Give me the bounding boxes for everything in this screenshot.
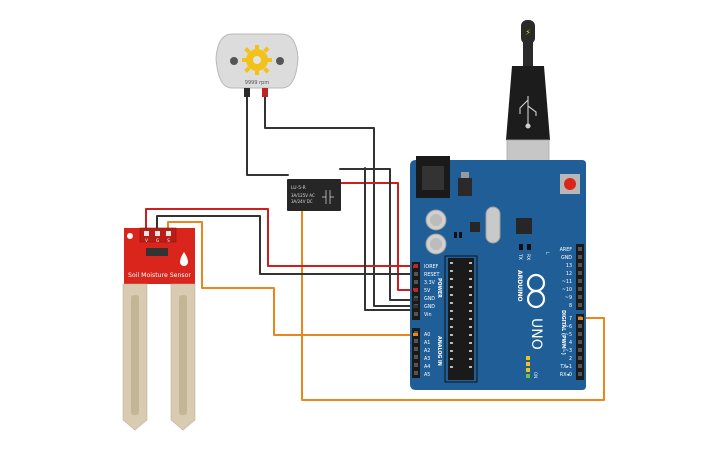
digital-header <box>576 244 584 380</box>
pin-aref: AREF <box>560 247 573 253</box>
pin-a5: A5 <box>424 372 430 378</box>
pin-9: ~9 <box>565 295 572 301</box>
wire-sensor-signal <box>167 221 413 336</box>
pin-2: 2 <box>569 356 572 362</box>
led-label-l: L <box>544 252 550 255</box>
pin-0: RX◂0 <box>560 372 572 378</box>
pin-a4: A4 <box>424 364 430 370</box>
wire-sensor-gnd <box>156 215 413 275</box>
chip-pins <box>450 262 472 368</box>
wire-relay-to-pin7 <box>301 189 605 401</box>
small-components <box>454 232 531 250</box>
usb-cable-tip <box>521 20 535 44</box>
relay-rating-dc: 3A/24V DC <box>291 199 313 204</box>
crystal-oscillator <box>485 206 501 244</box>
motor-rpm-label: 9999 rpm <box>245 80 270 86</box>
arduino-uno[interactable]: L TX RX ARDUINO UNO ON <box>410 156 586 390</box>
pin-ioref: IOREF <box>424 264 439 270</box>
sensor-pin-g <box>155 231 160 236</box>
usb-symbol-icon <box>519 96 537 129</box>
pin-5v: 5V <box>424 288 431 294</box>
smd-chip <box>470 222 480 232</box>
pin-reset: RESET <box>424 272 439 278</box>
pin-8: 8 <box>569 303 572 309</box>
wire-motor-red-lead <box>264 95 413 307</box>
digital-pin-labels-top: AREF GND 13 12 ~11 ~10 ~9 8 <box>560 247 573 309</box>
relay[interactable]: LU-5-R 3A/125V AC 3A/24V DC <box>287 179 341 211</box>
relay-model: LU-5-R <box>291 185 306 191</box>
relay-schematic-icon <box>322 190 334 204</box>
arduino-brand: ARDUINO <box>516 270 523 301</box>
pin-gnd-digital: GND <box>561 255 572 261</box>
probe-trace-dots <box>131 295 187 415</box>
wires <box>145 95 605 401</box>
pin-a0: A0 <box>424 332 430 338</box>
gear-icon <box>242 45 272 75</box>
dc-motor[interactable]: 9999 rpm <box>215 33 299 97</box>
sensor-pin-label-v: V <box>145 238 148 243</box>
soil-moisture-sensor[interactable]: V G S Soil Moisture Sensor <box>122 227 196 431</box>
digital-title: DIGITAL (PWM~) <box>560 310 566 355</box>
wire-sensor-vcc <box>145 208 413 267</box>
analog-title: ANALOG IN <box>436 336 442 366</box>
analog-pin-labels: A0 A1 A2 A3 A4 A5 <box>424 332 430 378</box>
sensor-pin-label-g: G <box>156 238 159 243</box>
pin-13: 13 <box>566 263 572 269</box>
power-pin-labels: IOREF RESET 3.3V 5V GND GND Vin <box>424 264 439 318</box>
led-label-tx: TX <box>517 253 523 260</box>
pin-vin: Vin <box>424 312 432 318</box>
led-label-rx: RX <box>525 254 531 260</box>
arduino-model: UNO <box>528 318 544 350</box>
led-indicators <box>526 356 530 378</box>
regulator-tab <box>461 172 469 178</box>
motor-terminal-black <box>244 88 250 97</box>
water-drop-icon <box>180 252 188 266</box>
motor-mount-hole-right <box>276 57 284 65</box>
pin-3v3: 3.3V <box>424 280 436 286</box>
capacitor-1-top <box>430 214 442 226</box>
pin-gnd-2: GND <box>424 304 435 310</box>
sensor-pin-s <box>166 231 171 236</box>
reset-button[interactable] <box>564 178 576 190</box>
wire-relay-black <box>339 168 413 301</box>
pin-7: 7 <box>569 316 572 322</box>
pin-12: 12 <box>566 271 572 277</box>
sensor-pin-label-s: S <box>167 238 170 243</box>
pin-3: ~3 <box>565 348 572 354</box>
pin-11: ~11 <box>562 279 572 285</box>
digital-pin-labels-bottom: 7 ~6 ~5 4 ~3 2 TX▸1 RX◂0 <box>559 316 572 378</box>
on-label: ON <box>533 372 538 378</box>
sensor-chip <box>146 248 168 256</box>
pin-5: ~5 <box>565 332 572 338</box>
pin-4: 4 <box>569 340 572 346</box>
pin-a1: A1 <box>424 340 430 346</box>
wire-endpoints <box>413 265 583 336</box>
sensor-mount-hole <box>127 233 133 239</box>
usb-cable-cord <box>523 42 533 66</box>
capacitor-2-top <box>430 238 442 250</box>
voltage-regulator <box>458 178 472 196</box>
sensor-pin-v <box>144 231 149 236</box>
relay-rating-ac: 3A/125V AC <box>291 193 315 198</box>
dc-jack-inner <box>422 166 444 190</box>
arduino-logo-icon <box>526 273 546 309</box>
power-title: POWER <box>436 278 442 298</box>
wire-gnd-bus <box>364 167 413 311</box>
motor-terminal-red <box>262 88 268 97</box>
wire-relay-red <box>339 182 413 291</box>
motor-mount-hole-left <box>230 57 238 65</box>
usb-power-icon: ⚡ <box>525 28 531 37</box>
usb-chip <box>516 218 532 234</box>
pin-6: ~6 <box>565 324 572 330</box>
pin-10: ~10 <box>562 287 572 293</box>
relay-body <box>287 179 341 211</box>
chip-socket <box>444 255 478 383</box>
wire-motor-to-relay-black <box>246 95 289 176</box>
sensor-label: Soil Moisture Sensor <box>128 272 191 279</box>
pin-a3: A3 <box>424 356 430 362</box>
pin-gnd-1: GND <box>424 296 435 302</box>
pin-a2: A2 <box>424 348 430 354</box>
pin-1: TX▸1 <box>559 364 572 370</box>
